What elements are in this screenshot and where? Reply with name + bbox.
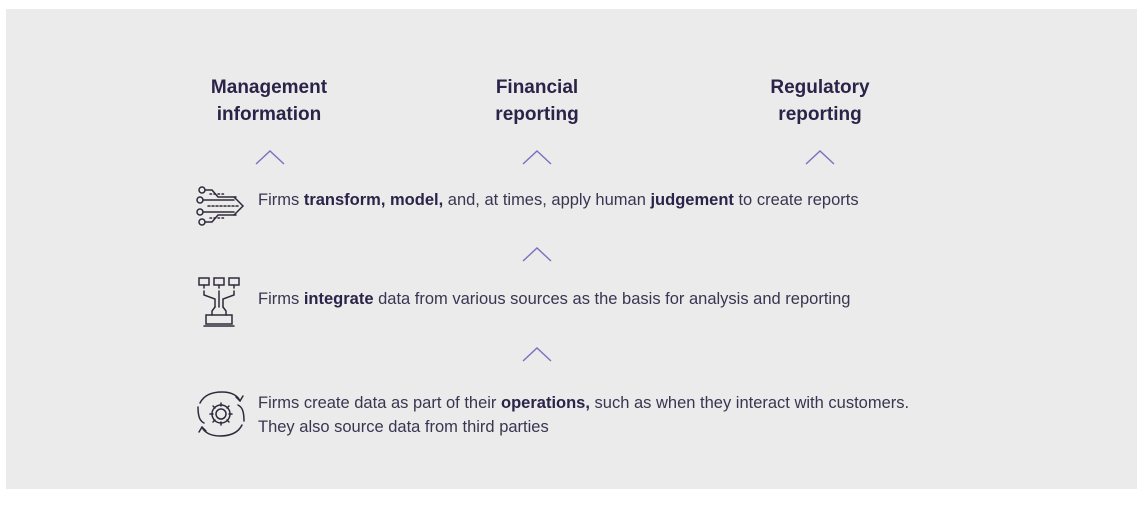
row-text: Firms integrate data from various source… (258, 287, 850, 311)
operations-cycle-icon (196, 389, 246, 439)
text-segment: such as when they interact with customer… (589, 394, 910, 412)
row-text: Firms transform, model, and, at times, a… (258, 188, 859, 212)
diagram-panel (6, 9, 1137, 489)
label-management-information: Management information (159, 74, 379, 128)
text-segment: Firms (258, 290, 304, 308)
chevron-up-icon (522, 246, 552, 262)
chevron-up-icon (805, 149, 835, 165)
text-bold: integrate (303, 290, 374, 308)
label-line: Regulatory (770, 77, 870, 98)
row-text: Firms create data as part of their opera… (258, 391, 909, 415)
text-bold: judgement (650, 191, 734, 209)
text-bold: operations, (501, 394, 590, 412)
label-line: reporting (778, 104, 862, 125)
text-bold: transform, model, (303, 191, 444, 209)
label-line: information (216, 104, 322, 125)
label-financial-reporting: Financial reporting (427, 74, 647, 128)
text-segment: data from various sources as the basis f… (373, 290, 851, 308)
row-integrate: Firms integrate data from various source… (196, 277, 956, 329)
data-transform-icon (196, 184, 246, 234)
label-line: Management (210, 77, 328, 98)
label-line: reporting (495, 104, 579, 125)
row-transform: Firms transform, model, and, at times, a… (196, 184, 956, 234)
text-segment: and, at times, apply human (443, 191, 651, 209)
label-line: Financial (495, 77, 579, 98)
chevron-up-icon (522, 149, 552, 165)
chevron-up-icon (522, 346, 552, 362)
text-segment: to create reports (733, 191, 859, 209)
label-regulatory-reporting: Regulatory reporting (710, 74, 930, 128)
chevron-up-icon (255, 149, 285, 165)
row-operations: Firms create data as part of their opera… (196, 389, 976, 441)
text-segment: Firms (258, 191, 304, 209)
row-text-line2: They also source data from third parties (258, 418, 549, 436)
data-integration-icon (196, 277, 246, 327)
text-segment: Firms create data as part of their (258, 394, 502, 412)
